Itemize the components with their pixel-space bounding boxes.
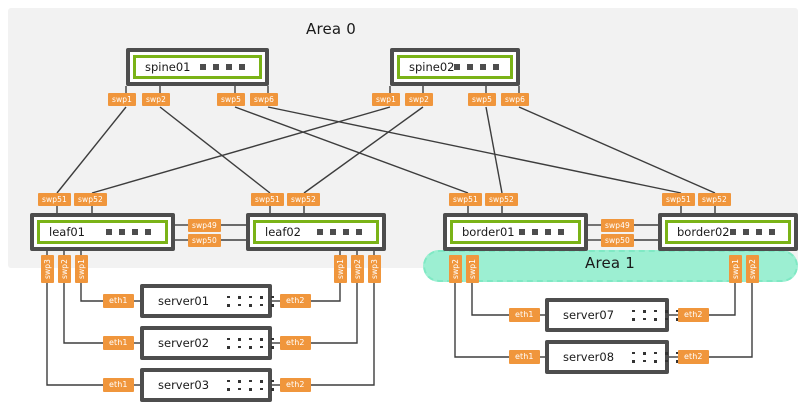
nic-server07-eth2[interactable]: eth2 — [678, 308, 709, 322]
port-border02-swp51[interactable]: swp51 — [662, 193, 695, 206]
device-body: spine01 — [133, 55, 262, 79]
link-leaf01-server02 — [63, 283, 103, 344]
link-leaf02-server01 — [307, 283, 341, 302]
port-leaf02-swp1[interactable]: swp1 — [334, 255, 347, 283]
port-border-peerlink-swp50[interactable]: swp50 — [601, 234, 634, 247]
server-icon — [632, 309, 683, 321]
nic-server01-eth1[interactable]: eth1 — [103, 294, 134, 308]
port-border01-swp51[interactable]: swp51 — [449, 193, 482, 206]
port-leaf01-swp2[interactable]: swp2 — [58, 255, 71, 283]
port-leaf01-swp3[interactable]: swp3 — [41, 255, 54, 283]
port-leaf02-swp51[interactable]: swp51 — [251, 193, 284, 206]
port-border01-swp52[interactable]: swp52 — [485, 193, 518, 206]
device-leaf01[interactable]: leaf01 — [30, 213, 175, 251]
link-border01-server08 — [454, 283, 509, 358]
device-border01[interactable]: border01 — [443, 213, 588, 251]
device-label: server07 — [563, 308, 615, 322]
port-leaf-peerlink-swp50[interactable]: swp50 — [188, 234, 221, 247]
device-border02[interactable]: border02 — [658, 213, 798, 251]
port-leaf01-swp51[interactable]: swp51 — [38, 193, 71, 206]
nic-server08-eth2[interactable]: eth2 — [678, 350, 709, 364]
port-spine02-swp5[interactable]: swp5 — [468, 93, 496, 106]
nic-server03-eth2[interactable]: eth2 — [280, 378, 311, 392]
device-server07[interactable]: server07 — [545, 298, 679, 332]
link-leaf01-server03 — [46, 283, 103, 386]
device-body: border01 — [450, 220, 581, 244]
nic-server02-eth2[interactable]: eth2 — [280, 336, 311, 350]
port-border02-swp2[interactable]: swp2 — [746, 255, 759, 283]
link-border02-server07 — [705, 283, 736, 316]
port-leaf02-swp3[interactable]: swp3 — [368, 255, 381, 283]
switch-icon — [729, 229, 775, 235]
device-label: server02 — [158, 336, 210, 350]
port-border02-swp52[interactable]: swp52 — [698, 193, 731, 206]
port-border01-swp2[interactable]: swp2 — [449, 255, 462, 283]
link-leaf01-server01 — [80, 283, 103, 302]
device-label: leaf02 — [265, 225, 301, 239]
port-spine01-swp1[interactable]: swp1 — [108, 93, 136, 106]
device-label: server08 — [563, 350, 615, 364]
device-server08[interactable]: server08 — [545, 340, 679, 374]
port-border02-swp1[interactable]: swp1 — [729, 255, 742, 283]
server-icon — [632, 351, 683, 363]
area1-label: Area 1 — [585, 254, 636, 272]
device-server03[interactable]: server03 — [140, 368, 274, 402]
port-leaf01-swp1[interactable]: swp1 — [75, 255, 88, 283]
port-spine01-swp5[interactable]: swp5 — [217, 93, 245, 106]
port-spine02-swp2[interactable]: swp2 — [405, 93, 433, 106]
switch-icon — [519, 229, 564, 235]
link-border01-server07 — [471, 283, 509, 316]
nic-server08-eth1[interactable]: eth1 — [509, 350, 540, 364]
port-leaf-peerlink-swp49[interactable]: swp49 — [188, 219, 221, 232]
device-server02[interactable]: server02 — [140, 326, 274, 360]
server-icon — [227, 379, 278, 391]
device-spine01[interactable]: spine01 — [126, 48, 269, 86]
link-leaf02-server02 — [307, 283, 358, 344]
switch-icon — [200, 64, 245, 70]
device-label: border01 — [462, 225, 515, 239]
nic-server03-eth1[interactable]: eth1 — [103, 378, 134, 392]
switch-icon — [106, 229, 151, 235]
nic-server02-eth1[interactable]: eth1 — [103, 336, 134, 350]
area0-label: Area 0 — [306, 20, 357, 38]
port-leaf02-swp2[interactable]: swp2 — [351, 255, 364, 283]
device-leaf02[interactable]: leaf02 — [246, 213, 386, 251]
device-label: leaf01 — [49, 225, 85, 239]
device-label: server03 — [158, 378, 210, 392]
device-label: spine02 — [409, 60, 455, 74]
switch-icon — [454, 64, 500, 70]
port-leaf02-swp52[interactable]: swp52 — [287, 193, 320, 206]
port-spine02-swp1[interactable]: swp1 — [372, 93, 400, 106]
device-body: spine02 — [397, 55, 513, 79]
switch-icon — [317, 229, 362, 235]
link-border02-server08 — [705, 283, 753, 358]
port-spine02-swp6[interactable]: swp6 — [501, 93, 529, 106]
port-spine01-swp2[interactable]: swp2 — [142, 93, 170, 106]
link-leaf02-server03 — [307, 283, 375, 386]
port-leaf01-swp52[interactable]: swp52 — [74, 193, 107, 206]
server-icon — [227, 295, 278, 307]
nic-server01-eth2[interactable]: eth2 — [280, 294, 311, 308]
device-label: border02 — [677, 225, 730, 239]
device-label: spine01 — [145, 60, 191, 74]
nic-server07-eth1[interactable]: eth1 — [509, 308, 540, 322]
port-border-peerlink-swp49[interactable]: swp49 — [601, 219, 634, 232]
device-body: border02 — [665, 220, 791, 244]
device-body: leaf02 — [253, 220, 379, 244]
device-label: server01 — [158, 294, 210, 308]
device-server01[interactable]: server01 — [140, 284, 274, 318]
server-icon — [227, 337, 278, 349]
device-spine02[interactable]: spine02 — [390, 48, 520, 86]
port-border01-swp1[interactable]: swp1 — [466, 255, 479, 283]
port-spine01-swp6[interactable]: swp6 — [250, 93, 278, 106]
device-body: leaf01 — [37, 220, 168, 244]
